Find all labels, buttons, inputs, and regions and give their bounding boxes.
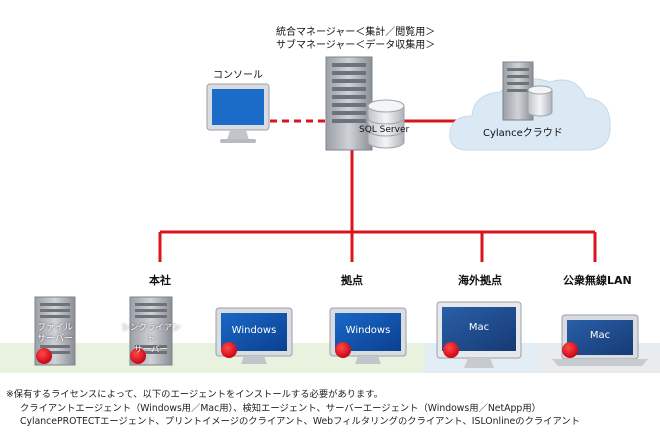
console-monitor-icon	[206, 83, 270, 143]
manager-label-line1: 統合マネージャー＜集計／閲覧用＞	[276, 27, 436, 38]
file-server-label-line1: ファイル	[36, 323, 73, 333]
note-line3: CylancePROTECTエージェント、プリントイメージのクライアント、Web…	[20, 416, 580, 427]
agent-marker	[335, 342, 351, 358]
site-label-lan: 公衆無線LAN	[563, 274, 632, 287]
manager-label-line2: サブマネージャー＜データ収集用＞	[276, 40, 436, 51]
file-server-label-line2: サーバー	[37, 334, 73, 344]
agent-marker	[36, 348, 52, 364]
windows-pc-icon-2	[329, 307, 407, 364]
mac-screen-label-2: Mac	[589, 330, 611, 341]
note-line2: クライアントエージェント（Windows用／Mac用）、検知エージェント、サーバ…	[20, 402, 541, 414]
cloud-label: Cylanceクラウド	[483, 128, 563, 139]
agent-markers	[36, 342, 578, 364]
note-line1: ※保有するライセンスによって、以下のエージェントをインストールする必要があります…	[6, 389, 383, 400]
mac-laptop-icon	[552, 314, 648, 366]
agent-marker	[221, 342, 237, 358]
mac-desktop-icon	[436, 301, 522, 368]
agent-marker	[562, 342, 578, 358]
site-label-kaigai: 海外拠点	[458, 274, 502, 287]
sync-client-label-line1: シンクライアント	[121, 323, 181, 344]
site-label-kyoten: 拠点	[341, 274, 363, 287]
agent-marker	[443, 342, 459, 358]
sql-database-icon	[367, 99, 405, 149]
site-label-honsha: 本社	[149, 274, 171, 287]
mac-screen-label-1: Mac	[468, 322, 490, 333]
sql-server-label: SQL Server	[359, 125, 410, 135]
agent-marker	[130, 348, 146, 364]
manager-label: 統合マネージャー＜集計／閲覧用＞ サブマネージャー＜データ収集用＞	[276, 26, 435, 52]
console-label: コンソール	[213, 70, 263, 81]
sync-client-label-line2: サーバー	[134, 345, 168, 355]
file-server-label: ファイル サーバー	[33, 323, 77, 345]
windows-screen-label-1: Windows	[231, 325, 277, 336]
manager-server-icon	[325, 56, 373, 151]
windows-screen-label-2: Windows	[345, 325, 391, 336]
license-note: ※保有するライセンスによって、以下のエージェントをインストールする必要があります…	[6, 388, 656, 429]
cloud-server-icon	[502, 61, 553, 121]
sync-client-label: シンクライアント サーバー	[118, 323, 184, 356]
